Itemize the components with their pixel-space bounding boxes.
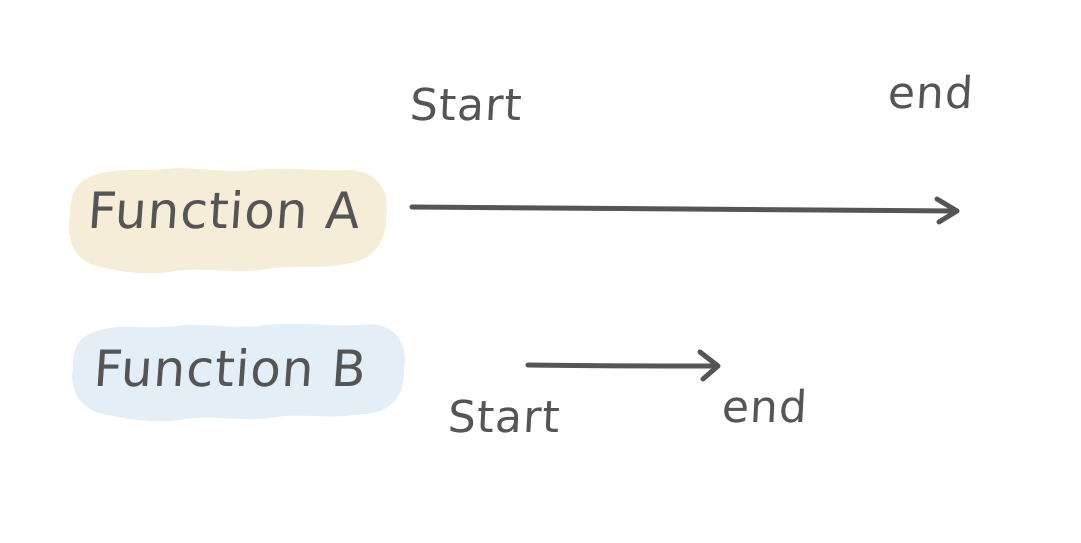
function-a-arrow-shaft <box>409 204 958 214</box>
function-a-end-label: end <box>886 68 976 119</box>
function-a-start-label: Start <box>408 80 524 131</box>
function-a-arrow-head <box>934 196 960 225</box>
function-b-arrow-shaft <box>525 362 719 369</box>
function-a-label: Function A <box>85 182 363 240</box>
function-b-start-label: Start <box>446 392 562 443</box>
function-b-end-label: end <box>720 382 810 433</box>
function-b-arrow-head <box>697 349 721 382</box>
function-b-label: Function B <box>91 340 369 398</box>
